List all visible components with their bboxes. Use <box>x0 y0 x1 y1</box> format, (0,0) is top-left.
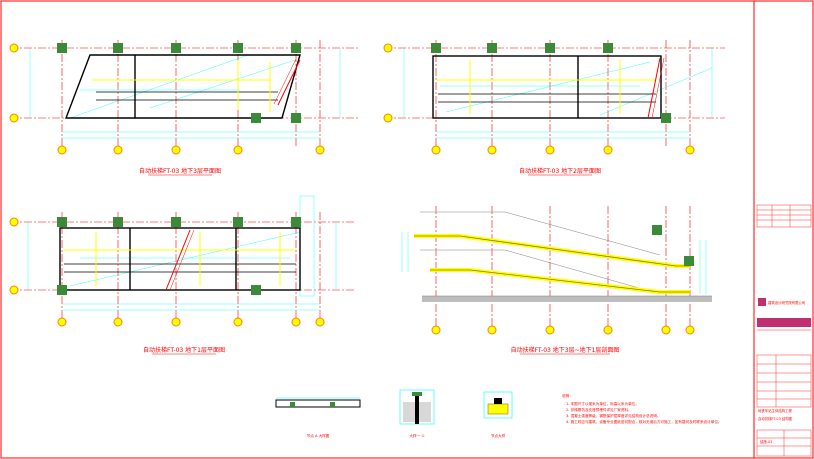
detail-c-title: 节点大样 <box>491 433 506 438</box>
section-view-title: 自动扶梯FT-03 地下3层~地下1层剖面图 <box>511 346 620 354</box>
section-view: 自动扶梯FT-03 地下3层~地下1层剖面图 <box>401 206 712 355</box>
drawing-name: 自动扶梯FT-03 结构图 <box>758 416 793 421</box>
plan-view-3-title: 自动扶梯FT-03 地下1层平面图 <box>143 346 225 354</box>
company-name: 建筑设计研究院有限公司 <box>768 300 805 305</box>
plan-view-2: 自动扶梯FT-03 地下2层平面图 <box>383 40 725 176</box>
title-block: 建筑设计研究院有限公司 地铁车站主体结构工程 自动扶梯FT-03 结构图 结施-… <box>756 204 812 457</box>
notes-heading: 说明： <box>562 393 573 398</box>
detail-c: 节点大样 <box>483 391 513 438</box>
detail-b-title: 大样一 ① <box>409 433 424 438</box>
notes-line-2: 2. 扶梯基坑及支座预埋件详见厂家资料。 <box>566 407 632 412</box>
notes-line-3: 3. 混凝土强度等级、钢筋保护层厚度详见结构设计总说明。 <box>566 413 660 418</box>
plan-view-2-title: 自动扶梯FT-03 地下2层平面图 <box>519 167 601 175</box>
plan-view-1: 自动扶梯FT-03 地下3层平面图 <box>9 40 358 176</box>
notes-line-1: 1. 本图尺寸以毫米为单位，标高以米为单位。 <box>566 401 639 406</box>
plan-view-3: 自动扶梯FT-03 地下1层平面图 <box>9 195 355 355</box>
detail-a: 节点 A 大样图 <box>275 397 361 438</box>
plan-view-1-title: 自动扶梯FT-03 地下3层平面图 <box>139 167 221 175</box>
notes-line-4: 4. 施工时应与建筑、设备专业图纸密切配合，核对无误后方可施工，如有疑问及时联系… <box>566 419 722 424</box>
detail-b: 大样一 ① <box>399 389 435 438</box>
general-notes: 说明： 1. 本图尺寸以毫米为单位，标高以米为单位。 2. 扶梯基坑及支座预埋件… <box>562 393 722 424</box>
drawing-number: 结施-03 <box>760 439 772 444</box>
detail-a-title: 节点 A 大样图 <box>307 433 330 438</box>
project-name: 地铁车站主体结构工程 <box>758 408 793 413</box>
company-logo <box>758 298 766 306</box>
